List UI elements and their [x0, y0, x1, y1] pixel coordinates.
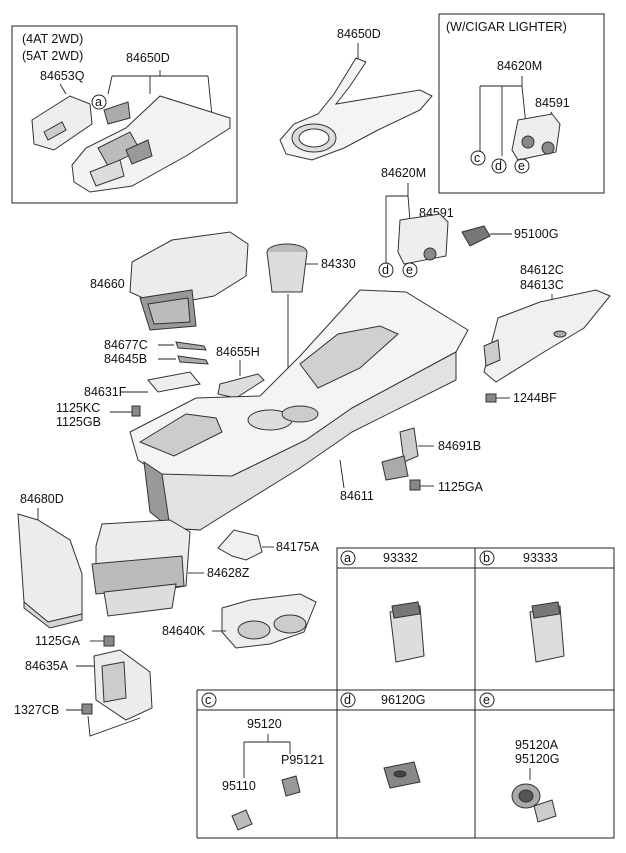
right-fasteners: 1244BF 84691B 1125GA: [381, 391, 557, 494]
part-label: 84620M: [381, 166, 426, 180]
bolt-icon: [409, 479, 421, 491]
panel-code: 96120G: [381, 693, 425, 707]
trim-84650d: 84650D: [279, 27, 433, 161]
panel-letter: b: [483, 551, 490, 565]
part-label: 1244BF: [513, 391, 557, 405]
panel-code: 93333: [523, 551, 558, 565]
part-label: 1327CB: [14, 703, 59, 717]
panel-code: 93332: [383, 551, 418, 565]
bolt-icon: [103, 635, 115, 647]
panel-sub-code: P95121: [281, 753, 324, 767]
storage-box-84628z: 84628Z: [91, 519, 250, 617]
callout-e-icon: [514, 158, 530, 174]
cup-holder-84640k: 84640K: [162, 593, 317, 649]
detail-grid: a 93332 b 93333 c 95120 P95121 95110: [196, 547, 615, 839]
screw-icon: [485, 393, 497, 403]
callout-letter: d: [382, 263, 389, 277]
bracket-84635a: 1125GA 84635A 1327CB: [14, 634, 153, 737]
pad-84631f: 84631F 1125KC 1125GB: [56, 371, 201, 429]
part-label: 84613C: [520, 278, 564, 292]
panel-sub-code: 95110: [222, 779, 256, 793]
part-label: 84611: [340, 489, 374, 503]
lighter-icon: [231, 809, 253, 831]
armrest-84660: 84660: [90, 231, 249, 331]
part-label: 84612C: [520, 263, 564, 277]
part-label: 84680D: [20, 492, 64, 506]
inset-variant-2: (5AT 2WD): [22, 49, 83, 63]
part-label: 84635A: [25, 659, 69, 673]
switch-panel-group: 84620M 84591 95100G d e: [378, 166, 558, 278]
rear-cover-84680d: 84680D: [17, 492, 83, 629]
bolt-icon: [131, 405, 141, 417]
cup-84330: 84330: [266, 243, 356, 412]
part-label: 84175A: [276, 540, 320, 554]
detail-panel-a: a 93332: [340, 550, 425, 663]
switch-95100g-icon: [461, 225, 491, 247]
switch-panel-icon: [511, 113, 561, 161]
part-label: 84640K: [162, 624, 206, 638]
panel-letter: c: [205, 693, 211, 707]
panel-letter: a: [344, 551, 351, 565]
callout-c-icon: [470, 150, 486, 166]
part-label: 84631F: [84, 385, 127, 399]
panel-code: 95120: [247, 717, 282, 731]
detail-panel-d: d 96120G: [340, 692, 425, 789]
console-84611: 84611: [129, 289, 469, 531]
panel-letter: d: [344, 693, 351, 707]
callout-letter: e: [518, 159, 525, 173]
socket-icon: [281, 775, 301, 797]
part-label: 84620M: [497, 59, 542, 73]
part-label: 84628Z: [207, 566, 250, 580]
callout-d-icon: [378, 262, 394, 278]
mat-84175a: 84175A: [217, 529, 320, 561]
bracket-group: 84677C 84645B 84655H: [104, 338, 265, 399]
callout-e-icon: [402, 262, 418, 278]
part-label: 1125KC: [56, 401, 100, 415]
inset-title: (W/CIGAR LIGHTER): [446, 20, 567, 34]
panel-code: 95120A: [515, 738, 559, 752]
callout-letter: c: [474, 151, 480, 165]
detail-panel-c: c 95120 P95121 95110: [201, 692, 324, 831]
inset-box-4at-5at: (4AT 2WD) (5AT 2WD) 84653Q 84650D a b: [11, 25, 238, 204]
callout-a-icon: [91, 94, 107, 110]
detail-panel-b: b 93333: [479, 550, 565, 663]
inset-box-cigar-lighter: (W/CIGAR LIGHTER) 84620M 84591 c d e: [438, 13, 605, 194]
panel-code-2: 95120G: [515, 752, 559, 766]
part-label: 84591: [535, 96, 570, 110]
callout-letter: a: [95, 95, 102, 109]
part-label: 84650D: [126, 51, 170, 65]
part-label: 84653Q: [40, 69, 85, 83]
callout-letter: d: [495, 159, 502, 173]
part-label: 1125GB: [56, 415, 101, 429]
part-label: 84645B: [104, 352, 147, 366]
part-label: 84677C: [104, 338, 148, 352]
part-label: 84691B: [438, 439, 481, 453]
callout-d-icon: [491, 158, 507, 174]
part-label: 1125GA: [35, 634, 81, 648]
callout-letter: e: [406, 263, 413, 277]
part-label: 84660: [90, 277, 125, 291]
part-label: 1125GA: [438, 480, 484, 494]
nut-icon: [81, 703, 93, 715]
detail-panel-e: e 95120A 95120G: [479, 692, 559, 823]
side-cover-84612c: 84612C 84613C: [483, 263, 611, 383]
panel-letter: e: [483, 693, 490, 707]
part-label: 95100G: [514, 227, 558, 241]
part-label: 84330: [321, 257, 356, 271]
part-label: 84650D: [337, 27, 381, 41]
inset-variant-1: (4AT 2WD): [22, 32, 83, 46]
part-label: 84655H: [216, 345, 260, 359]
